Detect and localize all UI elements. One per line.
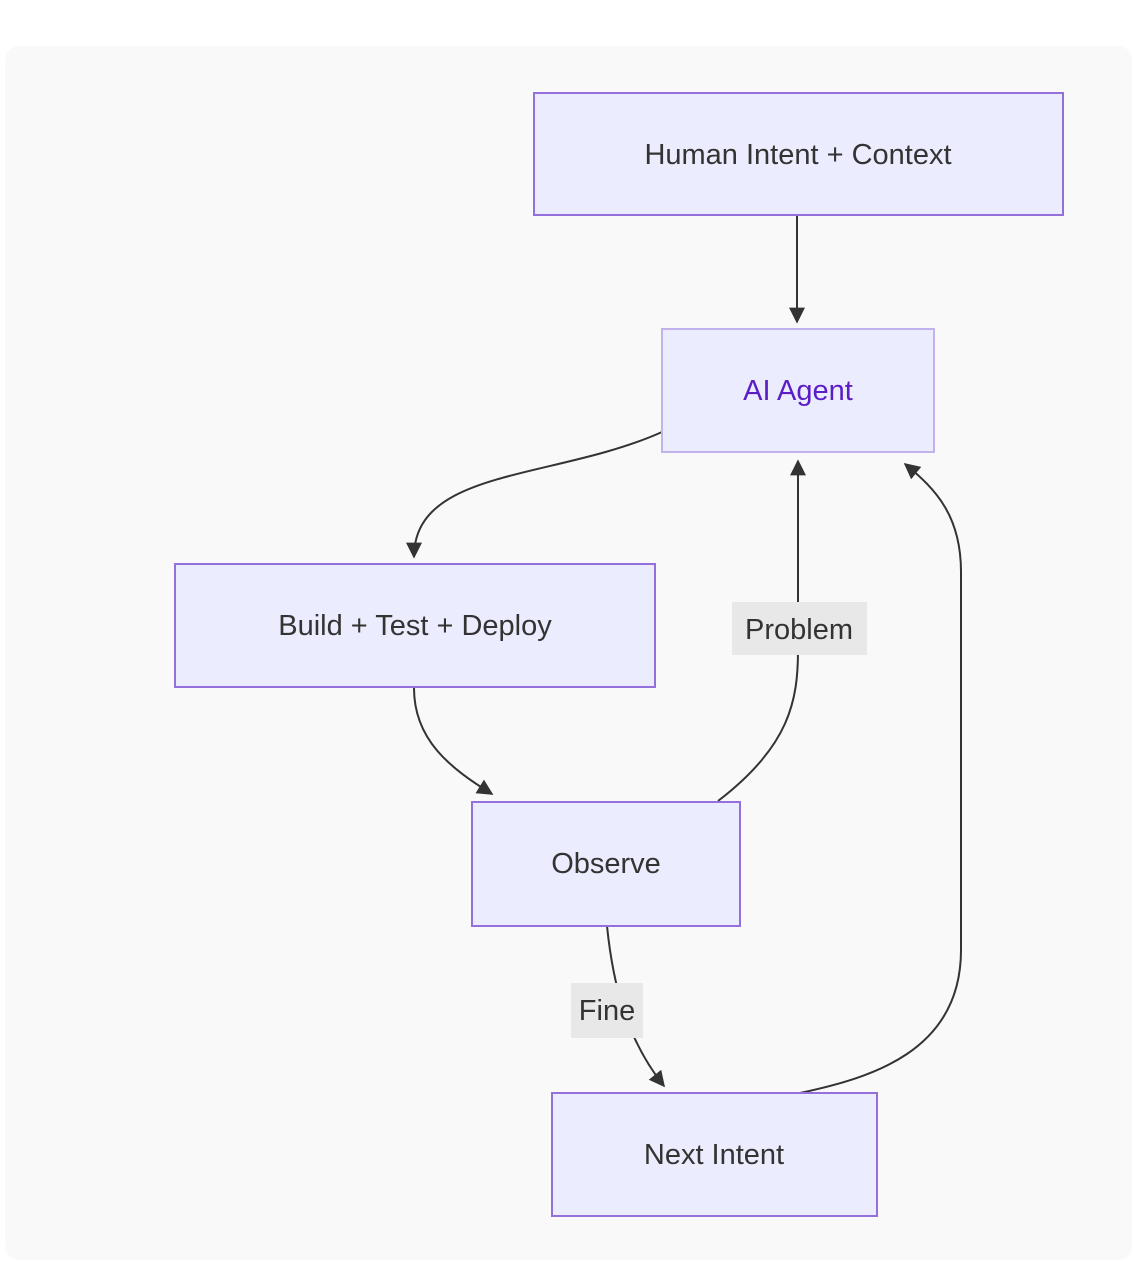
edge-observe-to-ai-agent	[717, 459, 806, 802]
edge-group	[406, 216, 962, 1094]
node-ai-agent-box	[661, 328, 935, 453]
edge-ai-agent-to-build-test-deploy	[406, 431, 663, 559]
node-observe-box	[471, 801, 741, 927]
edge-label-problem: Problem	[732, 602, 867, 655]
node-human-intent-label: Human Intent + Context	[644, 139, 951, 171]
node-build-test-deploy-label: Build + Test + Deploy	[278, 610, 552, 642]
edge-label-problem-bg	[732, 602, 867, 655]
node-next-intent-box	[551, 1092, 878, 1217]
node-human-intent: Human Intent + Context	[533, 92, 1064, 216]
node-ai-agent-label: AI Agent	[743, 375, 853, 407]
node-human-intent-box	[533, 92, 1064, 216]
node-observe-label: Observe	[551, 848, 661, 880]
node-ai-agent: AI Agent	[661, 328, 935, 453]
edge-label-fine: Fine	[571, 983, 643, 1038]
edge-label-fine-text: Fine	[579, 995, 635, 1027]
edge-label-fine-bg	[571, 983, 643, 1038]
edge-next-intent-to-ai-agent	[799, 462, 962, 1094]
node-next-intent: Next Intent	[551, 1092, 878, 1217]
node-build-test-deploy: Build + Test + Deploy	[174, 563, 656, 688]
node-next-intent-label: Next Intent	[644, 1139, 784, 1171]
edge-build-test-deploy-to-observe	[413, 687, 494, 795]
edge-label-problem-text: Problem	[745, 614, 853, 646]
node-observe: Observe	[471, 801, 741, 927]
node-build-test-deploy-box	[174, 563, 656, 688]
